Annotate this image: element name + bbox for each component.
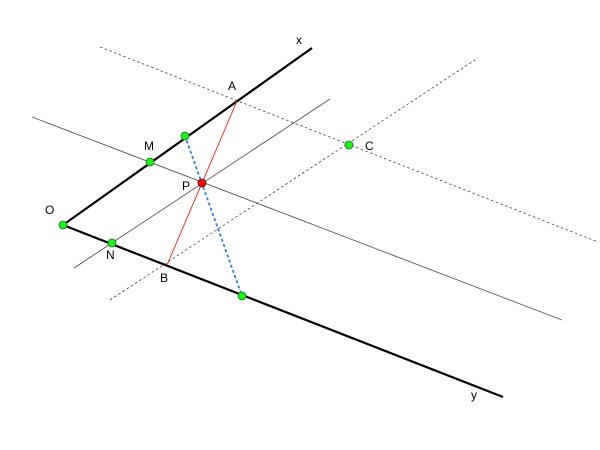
point-p[interactable] [197,178,207,188]
ray-oy [62,223,504,399]
line-parallel-oy-through-m [31,116,563,321]
label-m: M [144,139,154,153]
point-n[interactable] [107,238,117,248]
point-on-ox[interactable] [180,131,190,141]
point-c[interactable] [344,140,354,150]
label-n: N [106,248,115,262]
label-p: P [182,179,190,193]
label-x: x [296,33,302,47]
segment-pb [166,182,203,266]
label-y: y [471,388,477,402]
point-o[interactable] [58,220,68,230]
label-o: O [45,203,54,217]
label-a: A [228,79,236,93]
point-m[interactable] [145,157,155,167]
label-b: B [160,271,168,285]
label-c: C [365,139,374,153]
point-on-oy[interactable] [237,291,247,301]
segment-pa [201,100,238,184]
dotted-segment [184,135,243,297]
dashed-line-through-b [109,57,479,301]
